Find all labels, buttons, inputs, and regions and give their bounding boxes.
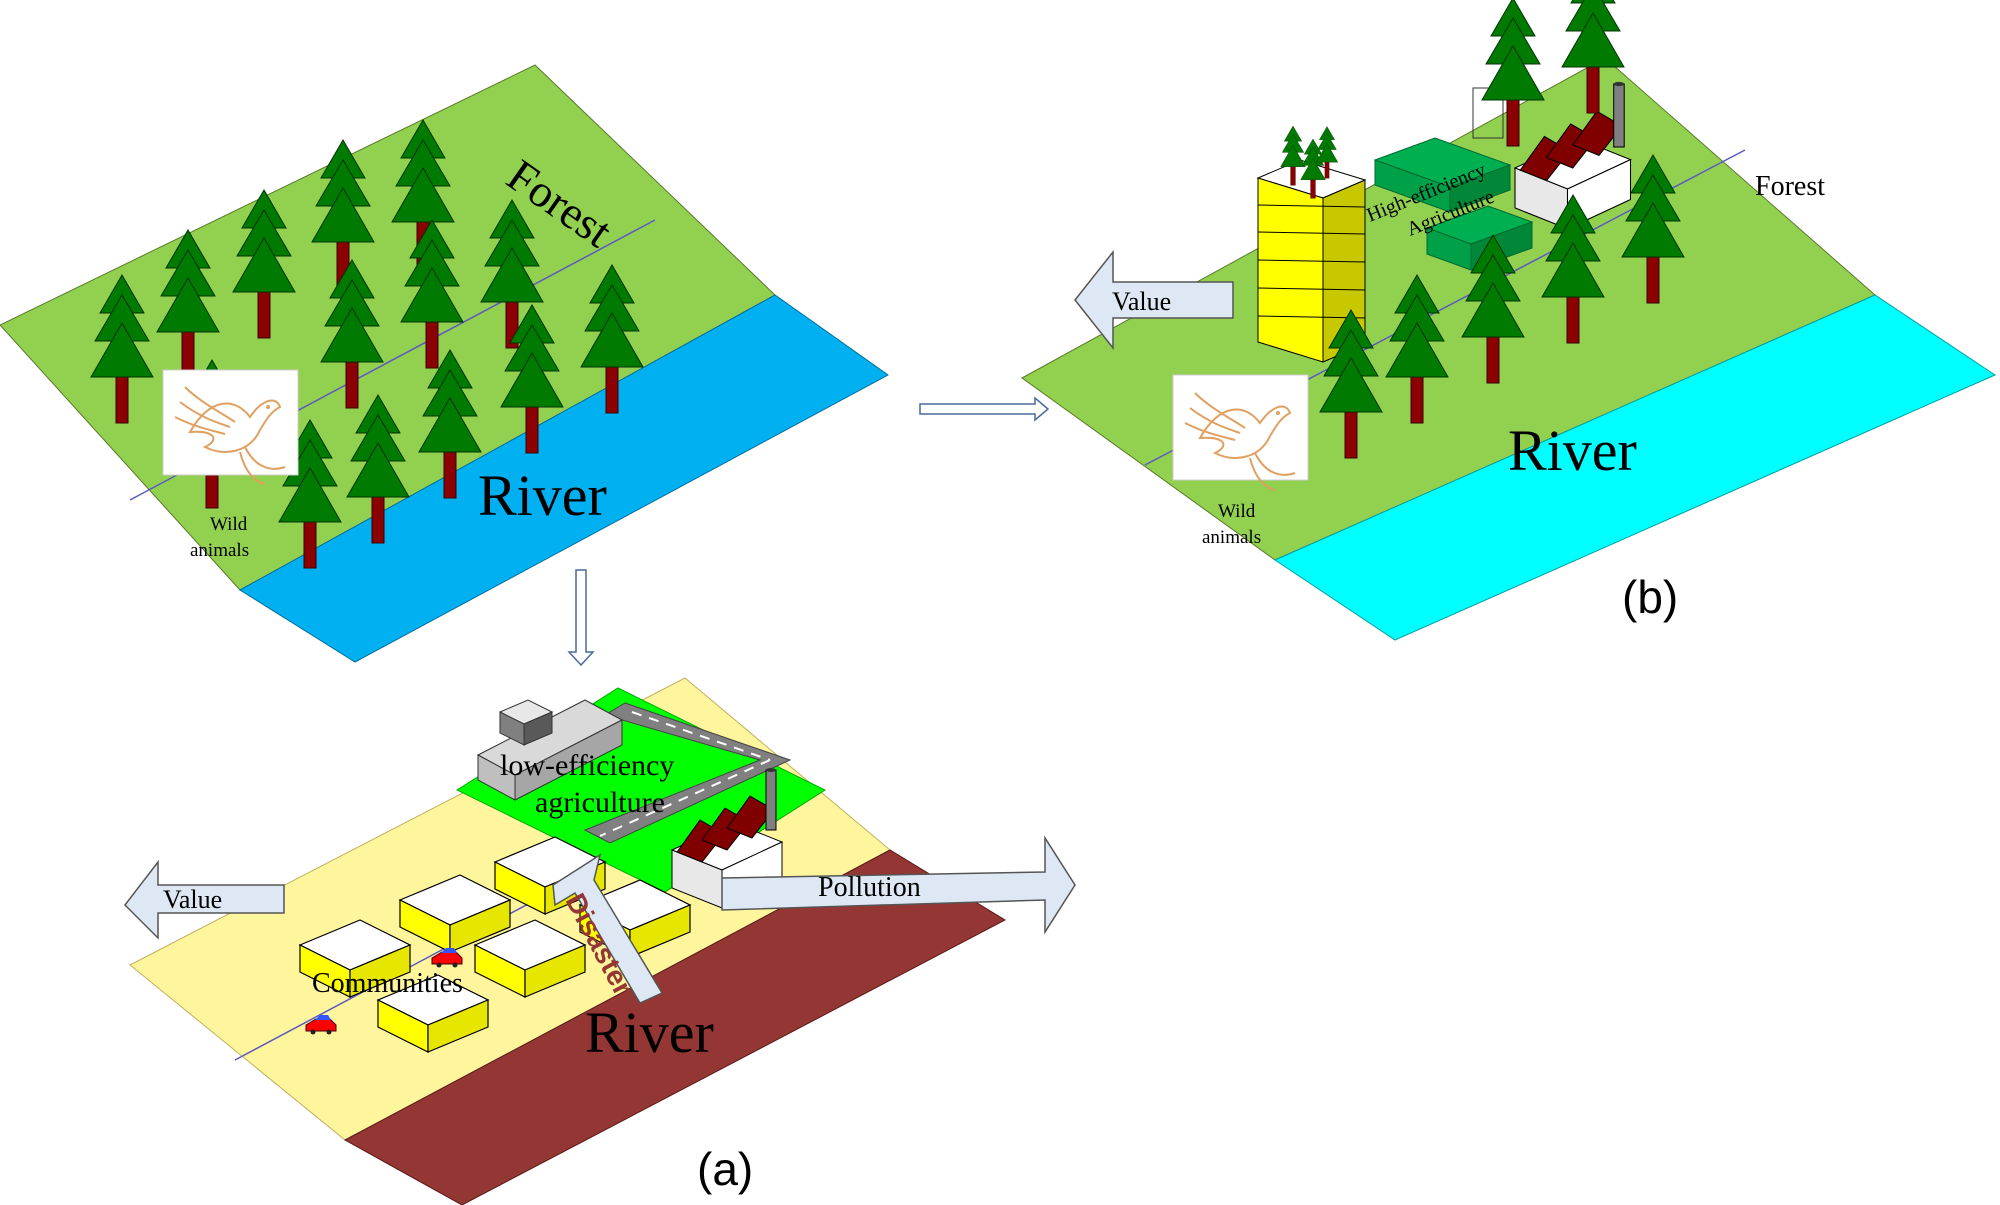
b-panel-label: (b) xyxy=(1622,571,1678,623)
original-river xyxy=(239,294,889,663)
b-value-label: Value xyxy=(1112,287,1171,316)
b-wild-label-line1: Wild xyxy=(1218,501,1256,522)
a-river-label: River xyxy=(585,1000,714,1065)
a-value-arrow xyxy=(124,859,285,940)
b-forest-label: Forest xyxy=(1755,171,1825,202)
a-pollution-label: Pollution xyxy=(818,872,921,903)
b-outline-box xyxy=(1472,87,1504,139)
original-bird-box xyxy=(162,369,299,476)
original-wild-label-line2: animals xyxy=(190,540,249,561)
a-warehouse xyxy=(476,699,624,801)
b-river-label: River xyxy=(1508,418,1637,483)
a-value-label: Value xyxy=(163,885,222,914)
arrow-to-b xyxy=(919,396,1050,422)
b-value-arrow xyxy=(1074,249,1234,351)
scenario-a: Value Pollution Disaster low-efficiency … xyxy=(124,677,1076,1205)
a-disaster-arrow xyxy=(552,853,664,1004)
arrow-to-a xyxy=(567,569,595,667)
original-scene: Forest River Wild animals xyxy=(0,64,889,663)
original-river-label: River xyxy=(478,463,607,528)
b-river xyxy=(1273,294,1997,641)
a-agriculture-label-line1: low-efficiency xyxy=(500,749,674,782)
original-wild-label-line1: Wild xyxy=(210,514,248,535)
scenario-b: Value High-efficiency Agriculture Forest… xyxy=(1021,0,1997,641)
a-river xyxy=(343,849,1007,1205)
b-greenhouses xyxy=(1373,137,1534,271)
a-panel-label: (a) xyxy=(697,1143,753,1195)
a-agriculture-label-line2: agriculture xyxy=(535,786,665,819)
a-pollution-arrow xyxy=(721,835,1076,935)
b-wild-label-line2: animals xyxy=(1202,527,1261,548)
a-communities-label: Communities xyxy=(312,968,463,999)
b-tower xyxy=(1256,159,1367,363)
